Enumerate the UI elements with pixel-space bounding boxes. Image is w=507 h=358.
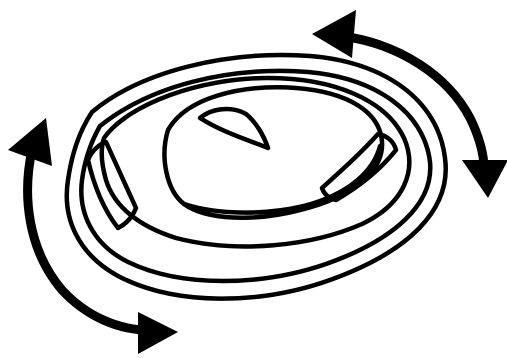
vacuum-upper-housing (102, 78, 409, 246)
arrowhead-bottom-right (138, 312, 178, 354)
arrowhead-top-left (312, 10, 356, 58)
robot-vacuum-icon (67, 55, 446, 299)
vacuum-sensor-window (200, 109, 268, 148)
vacuum-right-side-panel (322, 134, 396, 200)
rotation-arrow-bottom-left (28, 150, 148, 330)
arrowhead-right-down (462, 160, 507, 198)
vacuum-dome-overlap (184, 146, 380, 213)
vacuum-top-dome (165, 87, 383, 217)
vacuum-base-rim-inner (81, 71, 430, 281)
